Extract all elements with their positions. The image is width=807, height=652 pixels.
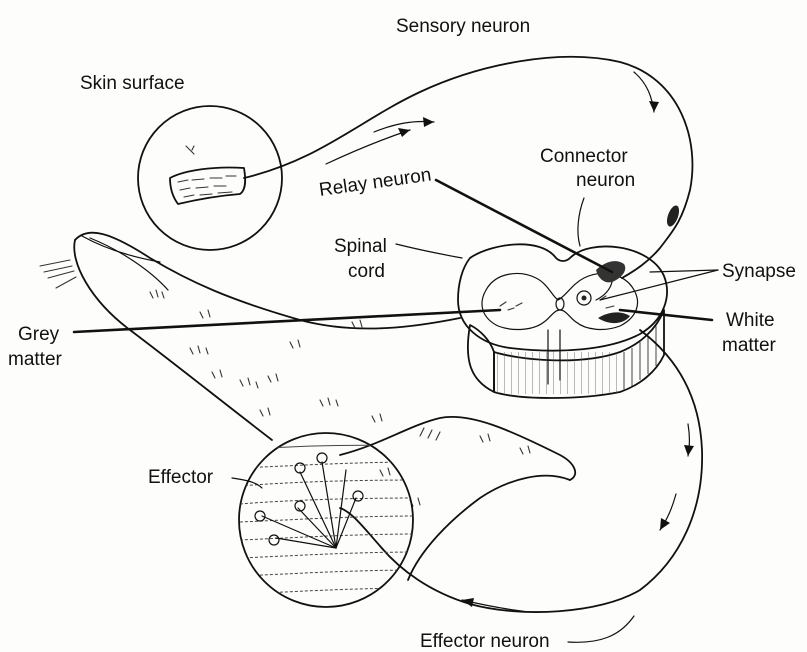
label-relay-neuron: Relay neuron [318, 164, 433, 201]
label-white-matter-2: matter [722, 335, 777, 356]
label-grey-matter-2: matter [8, 349, 63, 370]
label-sensory-neuron: Sensory neuron [396, 16, 530, 37]
label-connector-neuron-2: neuron [576, 170, 635, 191]
arm-outline [40, 233, 575, 580]
label-spinal-cord-2: cord [348, 261, 385, 282]
spinal-cord-section [458, 244, 667, 398]
label-synapse: Synapse [722, 261, 796, 282]
label-spinal-cord-1: Spinal [334, 236, 387, 257]
labels: Skin surface Sensory neuron Relay neuron… [8, 16, 796, 652]
sensory-neuron-path [244, 57, 692, 278]
label-connector-neuron-1: Connector [540, 146, 628, 167]
label-white-matter-1: White [726, 310, 775, 331]
effector-magnifier [239, 433, 420, 607]
label-effector: Effector [148, 467, 214, 488]
label-grey-matter-1: Grey [18, 324, 60, 345]
label-effector-neuron: Effector neuron [420, 631, 550, 652]
skin-surface-magnifier [138, 106, 282, 250]
label-skin-surface: Skin surface [80, 73, 185, 94]
